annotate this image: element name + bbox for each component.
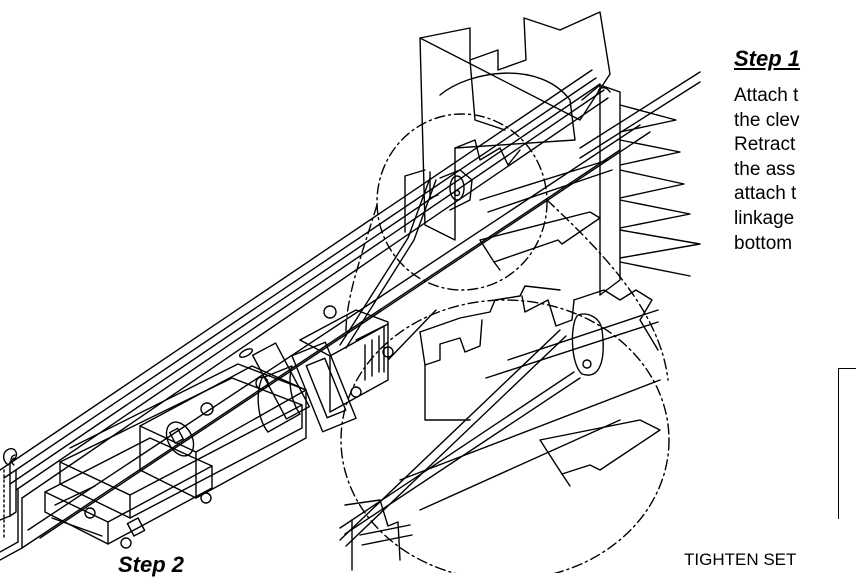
detail-callout-outline (340, 113, 670, 578)
drive-unit (44, 305, 394, 549)
instruction-line-7: bottom (734, 232, 793, 254)
rail-end-curl (2, 447, 18, 541)
instruction-line-4: the ass (734, 158, 796, 180)
step-1-title: Step 1 (734, 46, 801, 71)
rail-tab (479, 211, 601, 271)
detail-view (339, 285, 661, 571)
step-2-title: Step 2 (118, 552, 185, 577)
instruction-line-1: Attach t (734, 85, 799, 106)
tighten-set-label: TIGHTEN SET (684, 550, 797, 569)
instruction-line-5: attach t (734, 183, 797, 205)
linkage-cables (339, 177, 437, 361)
step-1-instructions: Attach t the clev Retract the ass attach… (734, 84, 856, 256)
clevis-bracket (404, 11, 613, 241)
instruction-line-2: the clev (734, 109, 800, 131)
instruction-line-6: linkage (734, 207, 795, 229)
instruction-line-3: Retract (734, 134, 796, 156)
pleated-stack (581, 84, 701, 296)
step-2-figure-frame (838, 368, 856, 519)
